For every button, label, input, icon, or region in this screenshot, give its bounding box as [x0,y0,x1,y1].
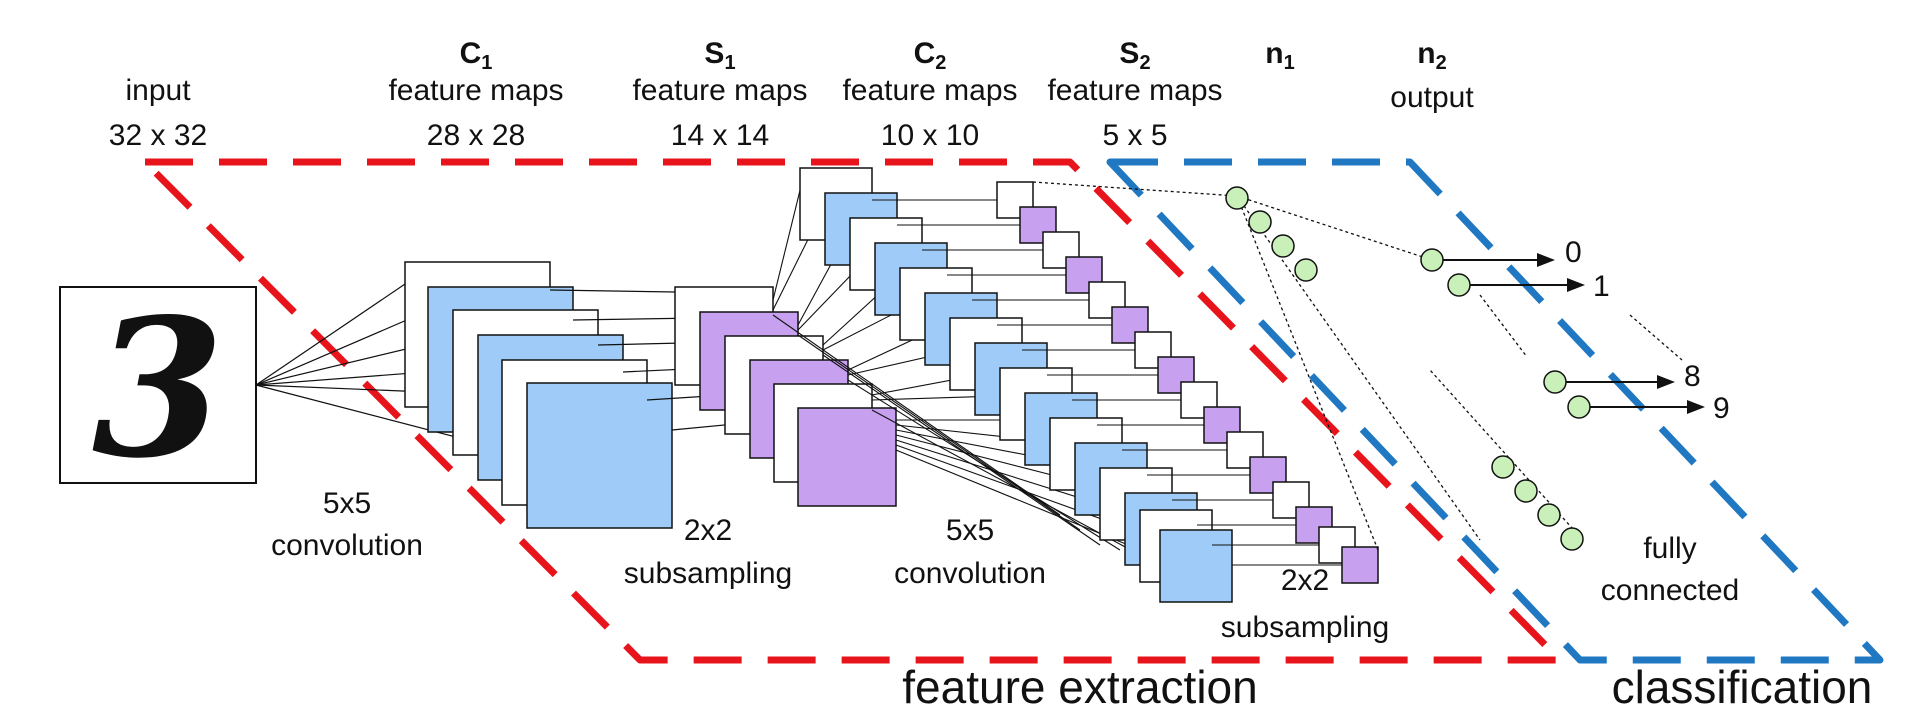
c1-title: C1 [460,37,493,74]
sub2-kernel: 2x2 [1281,564,1329,597]
c1-size: 28 x 28 [427,119,525,152]
output-label-0: 0 [1565,236,1582,269]
c2-desc: feature maps [842,74,1017,107]
n2-output-neurons [1420,248,1705,419]
fc-label-line2: connected [1601,574,1739,607]
feature-extraction-region [141,158,1564,664]
conv1-kernel: 5x5 [323,487,371,520]
conv2-label: convolution [894,557,1046,590]
sub1-kernel: 2x2 [684,514,732,547]
s2-title: S2 [1119,37,1150,74]
fc-label-line1: fully [1643,532,1696,565]
s2-size: 5 x 5 [1102,119,1167,152]
conv2-kernel: 5x5 [946,514,994,547]
conv1-label: convolution [271,529,423,562]
s1-title: S1 [704,37,735,74]
s1-size: 14 x 14 [671,119,769,152]
output-label-9: 9 [1713,392,1730,425]
n2-desc: output [1390,81,1474,114]
output-label-8: 8 [1684,360,1701,393]
input-size: 32 x 32 [109,119,207,152]
sub1-label: subsampling [624,557,792,590]
c2-title: C2 [914,37,947,74]
c1-feature-maps [404,261,673,529]
input-image: 3 [59,277,257,500]
c1-desc: feature maps [388,74,563,107]
s2-desc: feature maps [1047,74,1222,107]
c2-size: 10 x 10 [881,119,979,152]
s1-feature-maps [674,286,897,507]
s2-feature-maps [996,181,1379,584]
input-digit: 3 [92,277,224,500]
n1-neurons [1225,186,1584,551]
classification-caption: classification [1612,661,1873,713]
n1-title: n1 [1265,37,1294,74]
n2-title: n2 [1417,37,1446,74]
input-title: input [125,74,191,107]
sub2-label: subsampling [1221,611,1389,644]
feature-extraction-caption: feature extraction [902,661,1257,713]
output-label-1: 1 [1593,270,1610,303]
classification-region [1106,158,1884,664]
s1-desc: feature maps [632,74,807,107]
c2-feature-maps [799,167,1233,603]
